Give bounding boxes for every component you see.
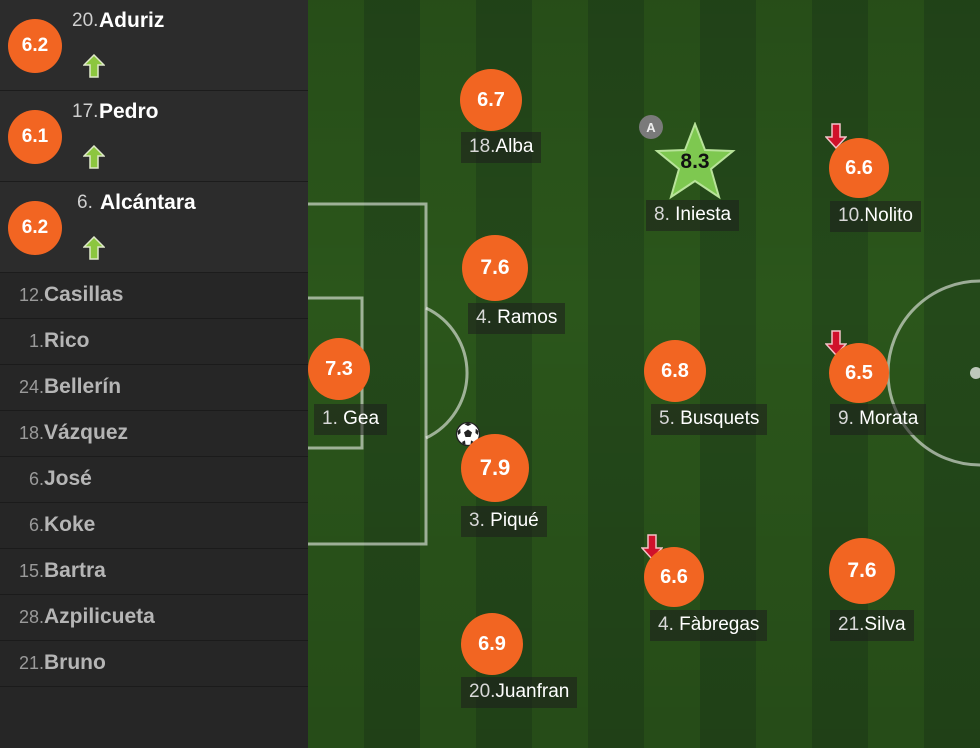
rating-badge: 6.1	[8, 110, 62, 164]
player-label: 8. Iniesta	[646, 200, 740, 231]
arrow-up-icon	[83, 236, 105, 260]
player-name: Bruno	[44, 651, 106, 674]
player-name: Bellerín	[44, 375, 122, 398]
player-number: 12.	[18, 285, 44, 305]
bench-player-row[interactable]: 21. Bruno	[0, 641, 308, 687]
player-number: 1.	[28, 331, 44, 351]
pitch: 7.3 1. Gea 6.7 18.Alba 7.6 4. Ramos 7.9 …	[308, 0, 980, 748]
player-label: 18.Alba	[461, 132, 542, 163]
arrow-up-icon	[83, 145, 105, 169]
player-name: Azpilicueta	[44, 605, 155, 628]
star-icon	[654, 122, 736, 200]
player-label: 1. Gea	[314, 404, 388, 435]
rating-badge: 6.6	[644, 547, 704, 607]
player-label: 3. Piqué	[461, 506, 547, 537]
player-label: 9. Morata	[830, 404, 927, 435]
player-name: Koke	[44, 513, 96, 536]
player-name: Bartra	[44, 559, 106, 582]
rating-badge: 7.9	[461, 434, 529, 502]
bench-player-row[interactable]: 6. Koke	[0, 503, 308, 549]
rating-badge: 6.9	[461, 613, 523, 675]
lineup-sidebar: 6.2 20. Aduriz 6.1 17. Pedro 6.2 6. Alcá…	[0, 0, 308, 748]
player-number: 15.	[18, 561, 44, 581]
player-label: 21.Silva	[830, 610, 914, 641]
player-name: Vázquez	[44, 421, 129, 444]
rating-badge: 6.2	[8, 201, 62, 255]
rating-badge: 7.6	[462, 235, 528, 301]
substitute-row[interactable]: 6.1 17. Pedro	[0, 91, 308, 182]
bench-player-row[interactable]: 1. Rico	[0, 319, 308, 365]
bench-player-row[interactable]: 12. Casillas	[0, 273, 308, 319]
player-name: Alcántara	[100, 191, 196, 214]
captain-badge-icon: A	[639, 115, 663, 139]
arrow-up-icon	[83, 54, 105, 78]
player-name: José	[44, 467, 92, 490]
bench-player-row[interactable]: 18. Vázquez	[0, 411, 308, 457]
player-number: 20.	[72, 10, 99, 31]
player-label: 20.Juanfran	[461, 677, 578, 708]
player-label: 5. Busquets	[651, 404, 768, 435]
bench-player-row[interactable]: 15. Bartra	[0, 549, 308, 595]
soccer-ball-icon	[455, 421, 481, 447]
bench-player-row[interactable]: 6. José	[0, 457, 308, 503]
player-label: 10.Nolito	[830, 201, 921, 232]
arrow-down-icon	[825, 123, 847, 149]
rating-badge: 7.3	[308, 338, 370, 400]
player-number: 24.	[18, 377, 44, 397]
player-name: Pedro	[99, 100, 159, 123]
player-number: 6.	[28, 515, 44, 535]
player-label: 4. Fàbregas	[650, 610, 768, 641]
rating-badge: 6.2	[8, 19, 62, 73]
rating-badge: 7.6	[829, 538, 895, 604]
substitute-row[interactable]: 6.2 6. Alcántara	[0, 182, 308, 273]
player-number: 17.	[72, 101, 99, 122]
player-name: Aduriz	[99, 9, 165, 32]
player-name: Rico	[44, 329, 90, 352]
rating-badge: 6.5	[829, 343, 889, 403]
bench-player-row[interactable]: 24. Bellerín	[0, 365, 308, 411]
rating-badge: 6.6	[829, 138, 889, 198]
player-number: 21.	[18, 653, 44, 673]
player-number: 18.	[18, 423, 44, 443]
bench-player-row[interactable]: 28. Azpilicueta	[0, 595, 308, 641]
player-name: Casillas	[44, 283, 124, 306]
substitute-row[interactable]: 6.2 20. Aduriz	[0, 0, 308, 91]
player-label: 4. Ramos	[468, 303, 566, 334]
rating-value: 8.3	[680, 150, 710, 173]
player-number: 6.	[77, 192, 93, 213]
rating-badge: 6.8	[644, 340, 706, 402]
player-number: 6.	[28, 469, 44, 489]
rating-badge: 6.7	[460, 69, 522, 131]
player-number: 28.	[18, 607, 44, 627]
